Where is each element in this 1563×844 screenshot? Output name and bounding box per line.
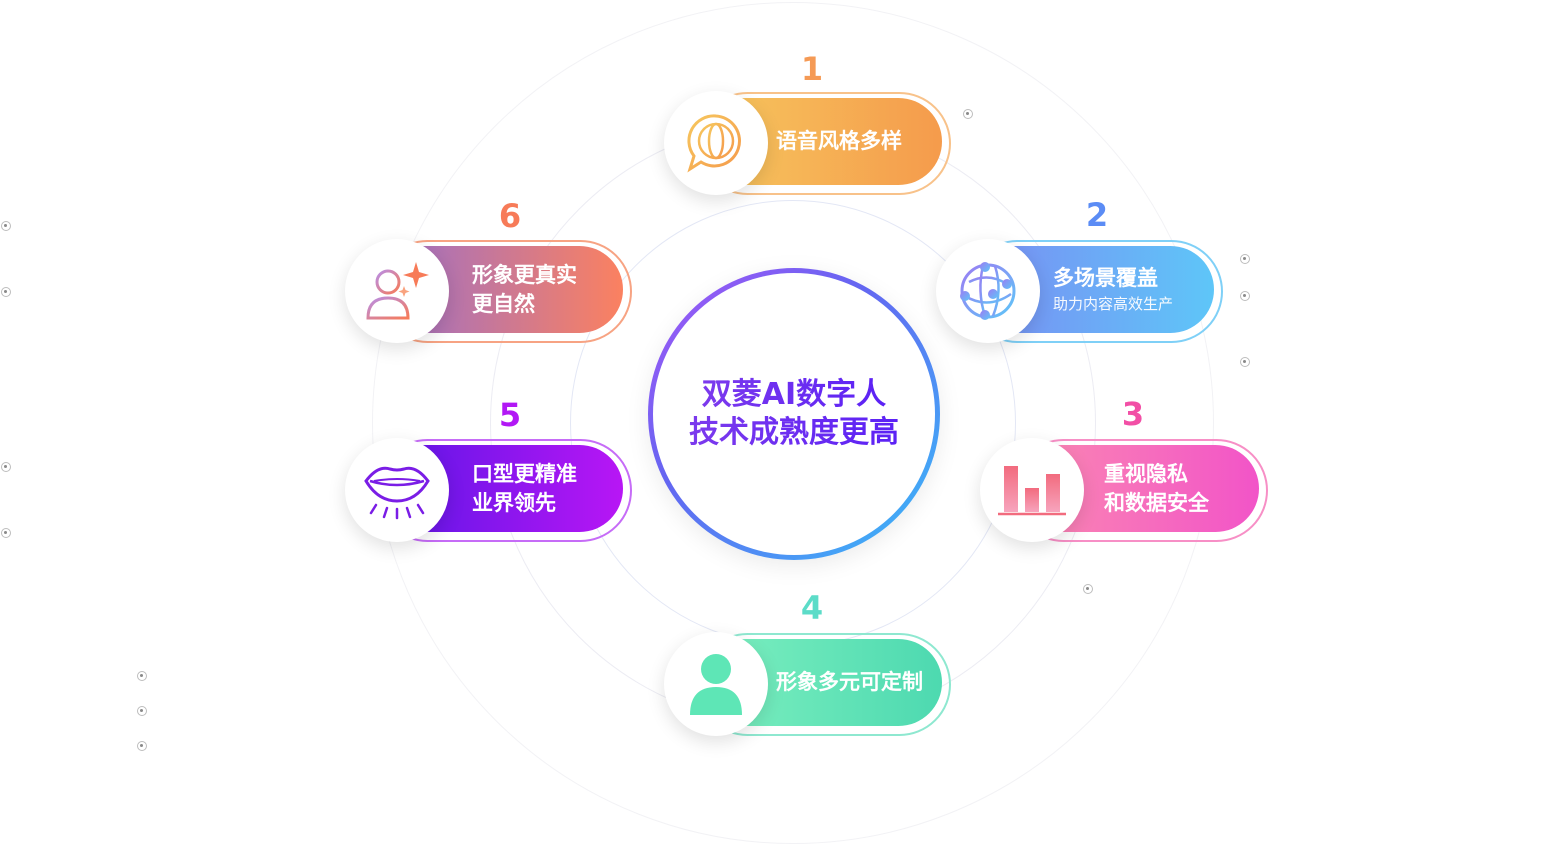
feature-number: 2: [1085, 196, 1109, 234]
icon-circle: [664, 91, 768, 195]
globe-chat-icon: [687, 114, 741, 173]
user-sparkle-icon: [366, 262, 429, 320]
feature-subtitle: 更自然: [472, 291, 535, 316]
decor-dot: [1, 221, 11, 231]
decor-dot: [1, 528, 11, 538]
feature-subtitle: 业界领先: [472, 490, 556, 515]
feature-title: 形象多元可定制: [776, 670, 923, 694]
lips-icon: [364, 466, 430, 520]
decor-dot: [137, 741, 147, 751]
decor-dot: [1240, 254, 1250, 264]
decor-dot: [1, 462, 11, 472]
icon-circle: [980, 438, 1084, 542]
network-sphere-icon: [960, 262, 1016, 320]
decor-dot: [963, 109, 973, 119]
icon-circle: [936, 239, 1040, 343]
icon-circle: [664, 632, 768, 736]
feature-number: 5: [498, 396, 522, 434]
center-title-line2: 技术成熟度更高: [689, 415, 899, 450]
feature-number: 3: [1121, 395, 1145, 433]
feature-title: 重视隐私: [1104, 461, 1188, 486]
feature-title: 形象更真实: [472, 262, 577, 287]
decor-dot: [1240, 291, 1250, 301]
feature-number: 4: [800, 589, 824, 627]
feature-subtitle: 助力内容高效生产: [1053, 295, 1174, 313]
center-inner: 双菱AI数字人 技术成熟度更高: [653, 273, 935, 555]
bar-chart-icon: [998, 466, 1066, 516]
feature-title: 语音风格多样: [776, 129, 902, 153]
decor-dot: [137, 706, 147, 716]
decor-dot: [1, 287, 11, 297]
feature-number: 1: [800, 50, 824, 88]
center-circle: 双菱AI数字人 技术成熟度更高: [648, 268, 940, 560]
decor-dot: [137, 671, 147, 681]
feature-title: 口型更精准: [472, 461, 577, 486]
center-title-line1: 双菱AI数字人: [701, 377, 887, 412]
decor-dot: [1240, 357, 1250, 367]
feature-number: 6: [498, 197, 522, 235]
icon-circle: [345, 239, 449, 343]
user-avatar-icon: [690, 654, 742, 715]
decor-dot: [1083, 584, 1093, 594]
icon-circle: [345, 438, 449, 542]
feature-subtitle: 和数据安全: [1104, 490, 1209, 515]
feature-title: 多场景覆盖: [1053, 266, 1158, 290]
